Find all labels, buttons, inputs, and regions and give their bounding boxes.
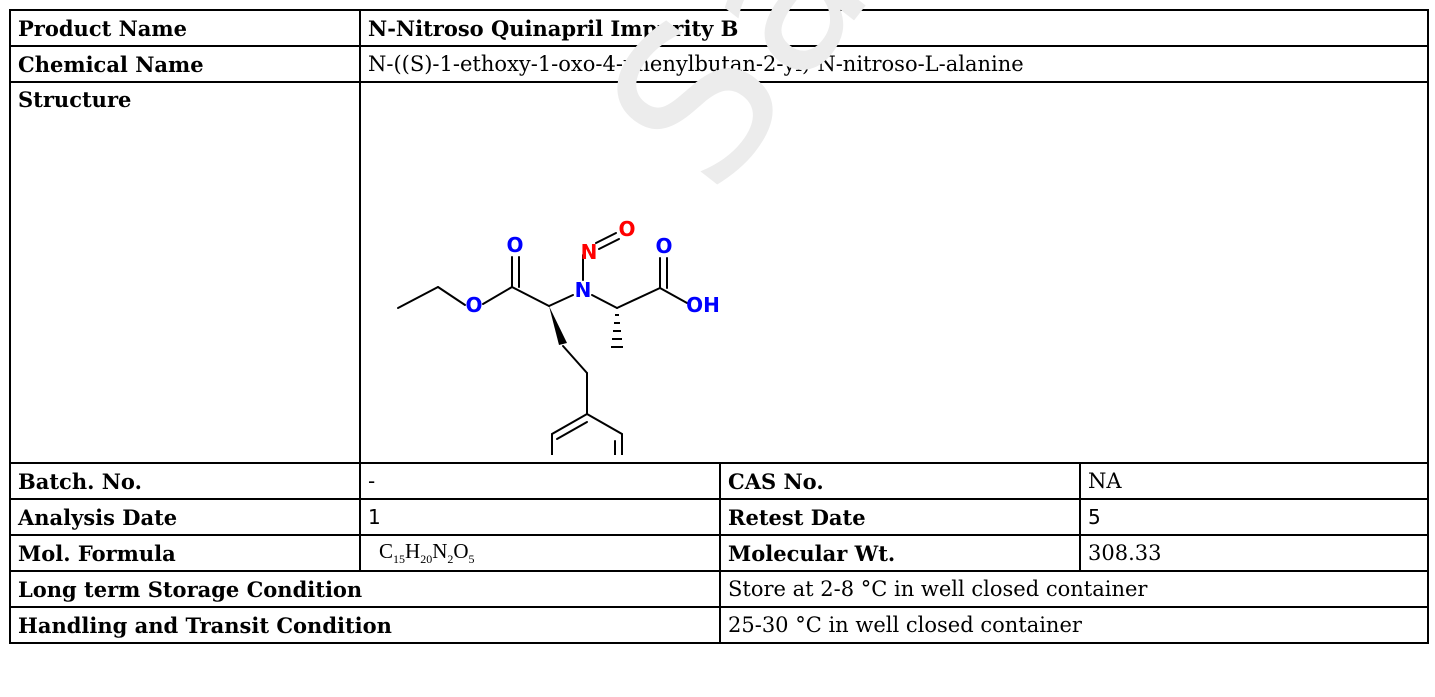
alpha-bond [511, 286, 550, 307]
structure-row: Structure [9, 81, 1429, 464]
storage-label: Long term Storage Condition [9, 570, 721, 608]
wedge-bond [549, 306, 567, 345]
storage-row: Long term Storage Condition Store at 2-8… [9, 570, 1429, 608]
ethyl-bond-2 [437, 286, 466, 306]
nitroso-o-atom: O [618, 217, 635, 241]
handling-value: 25-30 °C in well closed container [719, 606, 1429, 644]
cas-label: CAS No. [719, 462, 1081, 500]
acid-bond [616, 287, 661, 309]
product-name-label: Product Name [9, 9, 361, 47]
molecular-weight-label: Molecular Wt. [719, 534, 1081, 572]
formula-row: Mol. Formula C15H20N2O5 Molecular Wt. 30… [9, 534, 1429, 572]
retest-date-label: Retest Date [719, 498, 1081, 536]
acid-oh-bond [659, 287, 688, 304]
ester-o-bond [482, 286, 513, 305]
structure-label: Structure [9, 81, 361, 464]
batch-value: - [359, 462, 721, 500]
analysis-date-label: Analysis Date [9, 498, 361, 536]
cas-value: NA [1079, 462, 1429, 500]
structure-diagram: O O N N O O OH [397, 217, 720, 461]
batch-row: Batch. No. - CAS No. NA [9, 462, 1429, 500]
nitroso-n-atom: N [581, 240, 598, 264]
acid-o-atom: O [655, 234, 672, 258]
chemical-name-value: N-((S)-1-ethoxy-1-oxo-4-phenylbutan-2-yl… [359, 45, 1429, 83]
molecular-weight-value: 308.33 [1079, 534, 1429, 572]
ester-o-atom: O [465, 293, 482, 317]
n-bond-right [591, 294, 618, 309]
n-bond-left [548, 294, 574, 307]
product-name-value: N-Nitroso Quinapril Impurity B [359, 9, 1429, 47]
hash-bond [611, 314, 623, 348]
amine-n-atom: N [575, 278, 592, 302]
chemical-name-label: Chemical Name [9, 45, 361, 83]
structure-cell: O O N N O O OH [359, 81, 1429, 464]
n-o-bond-a [595, 232, 617, 244]
storage-value: Store at 2-8 °C in well closed container [719, 570, 1429, 608]
chain-bond-1 [562, 345, 588, 374]
n-o-bond-b [598, 238, 620, 250]
handling-label: Handling and Transit Condition [9, 606, 721, 644]
product-name-row: Product Name N-Nitroso Quinapril Impurit… [9, 9, 1429, 47]
acid-oh-atom: OH [686, 293, 720, 317]
formula-value: C15H20N2O5 [359, 534, 721, 572]
handling-row: Handling and Transit Condition 25-30 °C … [9, 606, 1429, 644]
ethyl-bond-1 [397, 286, 439, 309]
analysis-date-value: 1 [359, 498, 721, 536]
ring-double-1 [556, 421, 588, 440]
formula-label: Mol. Formula [9, 534, 361, 572]
batch-label: Batch. No. [9, 462, 361, 500]
analysis-row: Analysis Date 1 Retest Date 5 [9, 498, 1429, 536]
phenyl-ring [551, 412, 623, 461]
coa-table: Product Name N-Nitroso Quinapril Impurit… [9, 9, 1429, 644]
chemical-name-row: Chemical Name N-((S)-1-ethoxy-1-oxo-4-ph… [9, 45, 1429, 83]
carbonyl-o-atom: O [506, 233, 523, 257]
retest-date-value: 5 [1079, 498, 1429, 536]
